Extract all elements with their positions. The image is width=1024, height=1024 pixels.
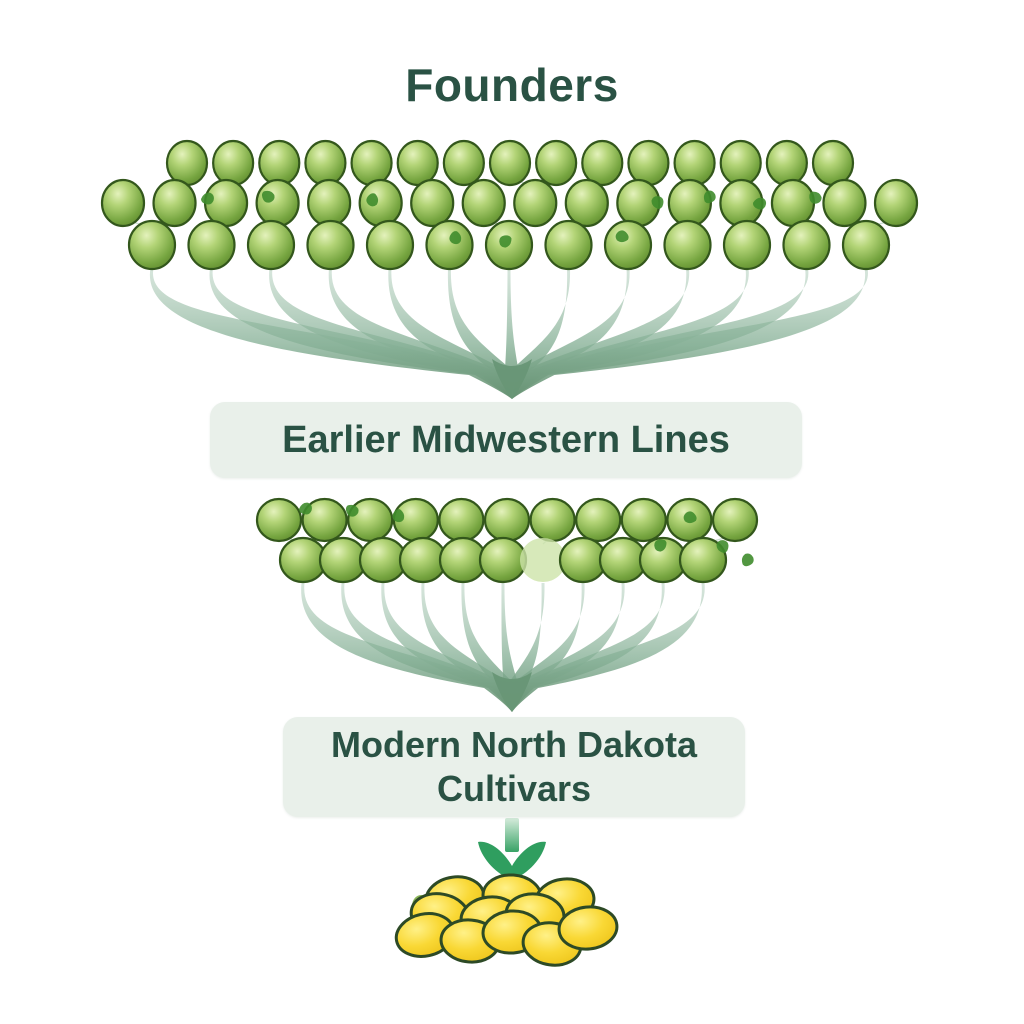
founders-seed (307, 178, 352, 228)
founders-seed (544, 219, 593, 271)
down-arrow-icon (505, 818, 519, 852)
midwestern-seed (438, 497, 485, 543)
midwestern-seed (575, 497, 622, 543)
founders-seed (770, 178, 816, 228)
founders-seed (127, 219, 177, 271)
founders-seed (365, 219, 415, 271)
founders-seed (304, 139, 347, 187)
founders-seed (663, 219, 712, 271)
founders-seed (442, 139, 485, 187)
diagram-title: Founders (405, 59, 619, 111)
founders-seed (841, 219, 891, 271)
midwestern-seed (620, 497, 667, 543)
founders-seed (581, 139, 624, 187)
founders-seed (350, 139, 393, 187)
founders-seed-fragment (201, 192, 214, 205)
founders-seed-fragment (651, 196, 664, 209)
funnel-strand (512, 268, 868, 399)
midwestern-seed-fragment (654, 539, 667, 552)
midwestern-seed-fragment (299, 502, 312, 515)
down-arrow-icon (478, 841, 546, 880)
founders-seed (722, 219, 772, 271)
funnel-trunk (492, 359, 532, 399)
founders-seed (258, 139, 301, 187)
stage-box-modern-north-dakota-cultivars: Modern North Dakota Cultivars (283, 717, 745, 817)
founders-seed (667, 178, 712, 228)
founders-seed (811, 139, 855, 187)
midwestern-seed-fragment (345, 504, 359, 517)
founders-seed-fragment (753, 197, 767, 210)
midwestern-seed-fragment (683, 511, 697, 524)
founders-seed-fragment (499, 235, 512, 248)
funnel-trunk (492, 672, 532, 712)
founders-seed (765, 139, 808, 187)
funnel-strand (388, 268, 512, 399)
stage-box-label: Modern North Dakota Cultivars (330, 724, 697, 809)
founders-seed (513, 178, 558, 228)
founders-seed (627, 139, 670, 187)
founders-seed (673, 139, 716, 187)
founders-seed-fragment (809, 191, 822, 204)
founders-seed (306, 219, 355, 271)
midwestern-seed (255, 497, 303, 543)
founders-seed-fragment (615, 230, 629, 243)
midwestern-seed (711, 497, 759, 543)
founders-seed-fragment (366, 193, 379, 207)
founders-seed (410, 178, 455, 228)
midwestern-seed (301, 497, 348, 543)
midwestern-seed (483, 497, 531, 543)
cultivar-seed (557, 905, 619, 951)
midwestern-seed (347, 497, 394, 543)
founders-seed (425, 219, 474, 271)
stage-box-label: Earlier Midwestern Lines (282, 418, 730, 461)
founders-seed-fragment (261, 190, 275, 203)
founders-seed (152, 178, 197, 228)
founders-seed (603, 219, 653, 271)
founders-seed (782, 219, 831, 271)
founders-seed (822, 178, 867, 228)
founders-seed (246, 219, 296, 271)
founders-seed (100, 178, 146, 228)
founders-seed (396, 139, 439, 187)
founders-seed (212, 139, 255, 187)
midwestern-seed (678, 536, 728, 584)
midwestern-seed-fragment (392, 509, 405, 523)
funnel-strand (512, 583, 705, 712)
founders-seed (461, 178, 506, 228)
midwestern-seed (529, 497, 576, 543)
founders-seed (255, 178, 300, 228)
founders-seed (358, 178, 403, 228)
midwestern-seed-fragment (716, 540, 729, 553)
founders-seed (488, 139, 532, 187)
founders-seed-fragment (449, 231, 462, 245)
founders-seed-fragment (703, 190, 716, 204)
founders-seed (165, 139, 209, 187)
funnel-strand (421, 583, 512, 712)
founders-seed (187, 219, 236, 271)
midwestern-seed (520, 538, 566, 582)
midwestern-seed-fragment (741, 553, 754, 567)
founders-seed (873, 178, 919, 228)
funnel-strand (328, 268, 512, 399)
founders-seed (535, 139, 578, 187)
midwestern-seed (478, 536, 528, 584)
founders-seed (564, 178, 609, 228)
founders-seed (719, 139, 762, 187)
stage-box-earlier-midwestern-lines: Earlier Midwestern Lines (210, 402, 802, 478)
